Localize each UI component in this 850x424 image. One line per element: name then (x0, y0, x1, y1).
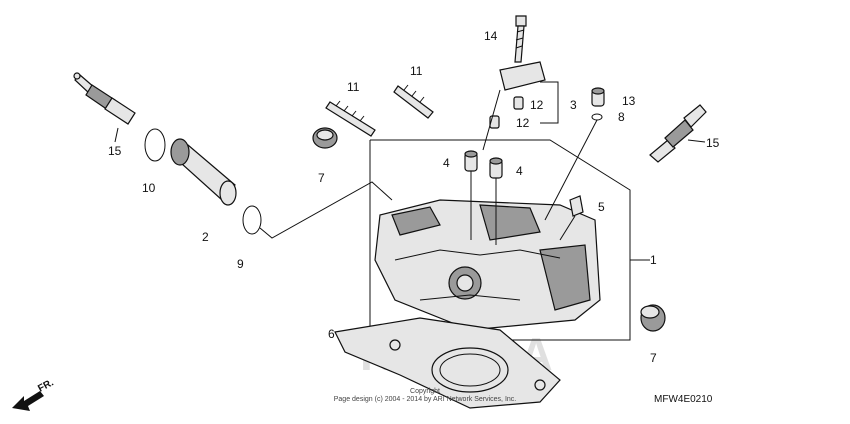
front-label: FR. (36, 377, 56, 394)
o-ring-10[interactable] (144, 128, 166, 162)
callout-4-b[interactable]: 4 (516, 164, 523, 178)
o-ring-9[interactable] (242, 205, 262, 235)
callout-14[interactable]: 14 (484, 29, 498, 43)
cylinder-head[interactable] (374, 199, 601, 331)
bolt-14[interactable] (514, 15, 527, 63)
callout-4-a[interactable]: 4 (443, 156, 450, 170)
washer-8[interactable] (591, 113, 603, 121)
leader-8 (544, 119, 598, 221)
callout-11-b[interactable]: 11 (410, 64, 423, 78)
stud-11-right[interactable] (393, 84, 434, 119)
callout-3[interactable]: 3 (570, 98, 577, 112)
copyright-line-2: Page design (c) 2004 - 2014 by ARI Netwo… (334, 396, 517, 403)
assembly-outline (369, 139, 631, 341)
leader-15-left (114, 127, 119, 143)
callout-2[interactable]: 2 (202, 230, 209, 244)
callout-15-a[interactable]: 15 (108, 144, 122, 158)
spark-plug-left[interactable] (73, 72, 136, 125)
callout-12-b[interactable]: 12 (516, 116, 530, 130)
callout-11-a[interactable]: 11 (347, 80, 360, 94)
head-gasket[interactable] (334, 317, 561, 409)
dowel-pin-4-b[interactable] (489, 157, 503, 179)
leader-9-head (259, 181, 393, 239)
callout-7-a[interactable]: 7 (318, 171, 325, 185)
copyright-line-1: Copyright (410, 388, 440, 395)
spark-plug-tube[interactable] (170, 138, 237, 206)
sealing-cap-7-left[interactable] (312, 127, 338, 149)
spark-plug-right[interactable] (649, 104, 707, 163)
callout-1[interactable]: 1 (650, 253, 657, 267)
callout-9[interactable]: 9 (237, 257, 244, 271)
callout-15-b[interactable]: 15 (706, 136, 720, 150)
leader-15-right (687, 139, 706, 143)
stud-11-left[interactable] (325, 100, 376, 137)
front-arrow-icon (12, 391, 44, 411)
tensioner-lifter[interactable] (482, 61, 546, 151)
callout-13[interactable]: 13 (622, 94, 636, 108)
callout-12-a[interactable]: 12 (530, 98, 544, 112)
callout-6[interactable]: 6 (328, 327, 335, 341)
callout-8[interactable]: 8 (618, 110, 625, 124)
sealing-cap-7-right[interactable] (640, 304, 666, 332)
diagram-code: MFW4E0210 (654, 394, 713, 405)
bracket-3 (540, 81, 559, 124)
plug-13[interactable] (591, 87, 605, 107)
callout-5[interactable]: 5 (598, 200, 605, 214)
callout-7-b[interactable]: 7 (650, 351, 657, 365)
dowel-pin-4-a[interactable] (464, 150, 478, 172)
callout-10[interactable]: 10 (142, 181, 156, 195)
stud-bolt-5[interactable] (559, 195, 584, 241)
